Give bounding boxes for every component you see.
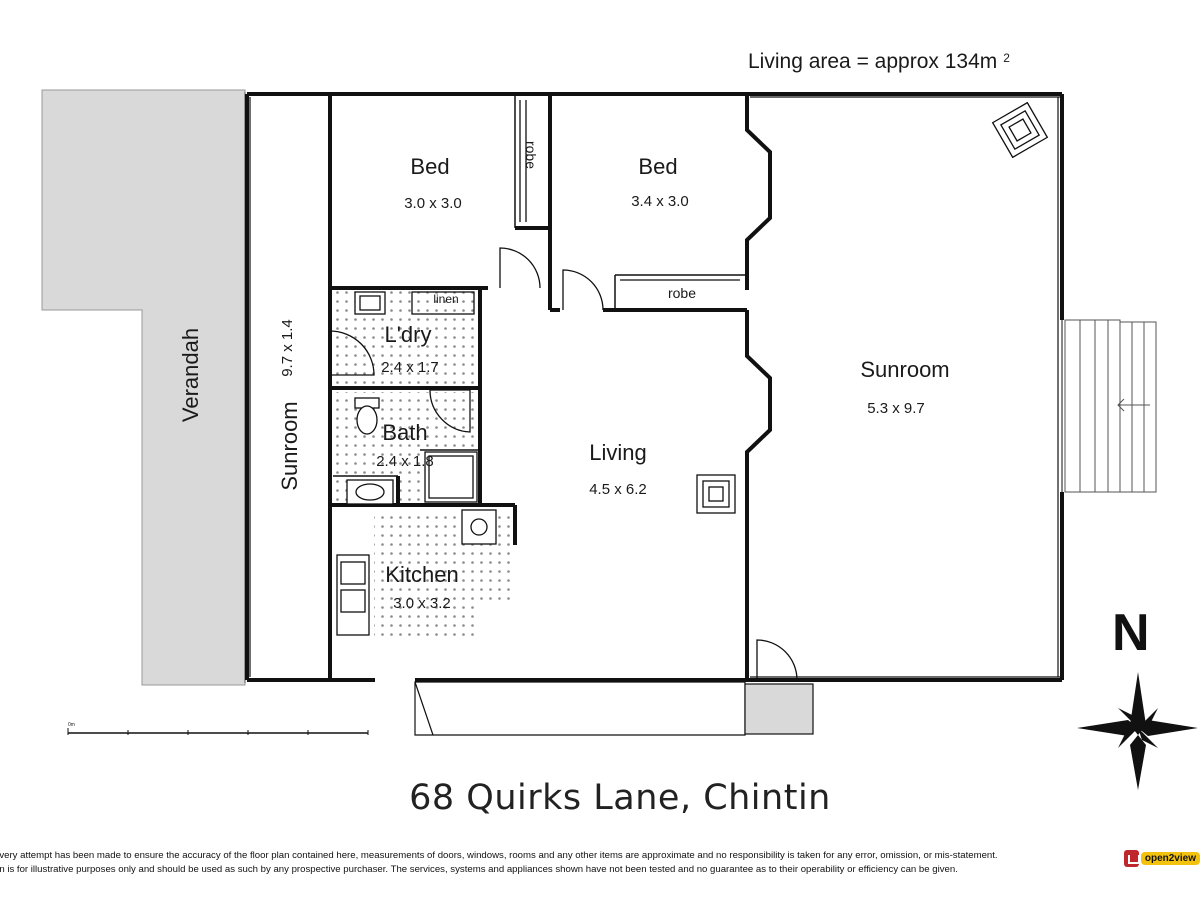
living-area-text: Living area = approx 134m	[748, 50, 998, 73]
brand-logo: open2view	[1124, 849, 1200, 867]
room-label-laundry: L'dry	[385, 322, 432, 347]
room-label-kitchen: Kitchen	[385, 562, 458, 587]
fireplace-icons	[696, 101, 1049, 514]
room-dims-bed-1: 3.0 x 3.0	[404, 195, 462, 212]
address-title: 68 Quirks Lane, Chintin	[409, 778, 831, 818]
disclaimer-line-1: every attempt has been made to ensure th…	[0, 850, 998, 861]
robe-doors	[519, 100, 740, 281]
room-label-bath: Bath	[382, 420, 427, 445]
verandah-label: Verandah	[178, 328, 203, 422]
room-label-bed-1: Bed	[410, 154, 449, 179]
robe-label-1: robe	[523, 141, 539, 169]
brand-house-icon	[1124, 849, 1140, 867]
room-label-sunroom-west: Sunroom	[277, 401, 302, 490]
room-label-living: Living	[589, 440, 646, 465]
verandah-area	[41, 89, 246, 686]
room-dims-bath: 2.4 x 1.8	[376, 453, 434, 470]
living-area-note: Living area = approx 134m 2	[748, 50, 1010, 74]
south-entry	[414, 681, 814, 736]
laundry-fixtures	[354, 291, 475, 315]
interior-walls	[328, 94, 772, 680]
disclaimer-line-2: an is for illustrative purposes only and…	[0, 864, 958, 875]
door-swings	[329, 247, 798, 681]
outer-walls	[245, 92, 1064, 682]
room-dims-bed-2: 3.4 x 3.0	[631, 193, 689, 210]
room-dims-laundry: 2.4 x 1.7	[381, 359, 439, 376]
window-lines	[249, 96, 1063, 678]
room-label-bed-2: Bed	[638, 154, 677, 179]
scale-bar-label: 0m	[68, 722, 75, 728]
scale-bar: 0m	[67, 722, 369, 735]
room-dims-living: 4.5 x 6.2	[589, 481, 647, 498]
linen-label: linen	[433, 292, 458, 306]
compass-star-icon	[1077, 672, 1198, 790]
room-label-sunroom-east: Sunroom	[860, 357, 949, 382]
kitchen-fixtures	[336, 509, 497, 636]
room-dims-kitchen: 3.0 x 3.2	[393, 595, 451, 612]
brand-name: open2view	[1140, 851, 1200, 865]
robe-label-2: robe	[668, 285, 696, 301]
compass-north-letter: N	[1112, 604, 1150, 662]
room-dims-sunroom-east: 5.3 x 9.7	[867, 400, 925, 417]
living-area-superscript: 2	[1003, 51, 1010, 65]
room-dims-sunroom-west: 9.7 x 1.4	[279, 319, 296, 377]
east-deck-steps	[1064, 319, 1157, 493]
bath-fixtures	[346, 397, 478, 505]
